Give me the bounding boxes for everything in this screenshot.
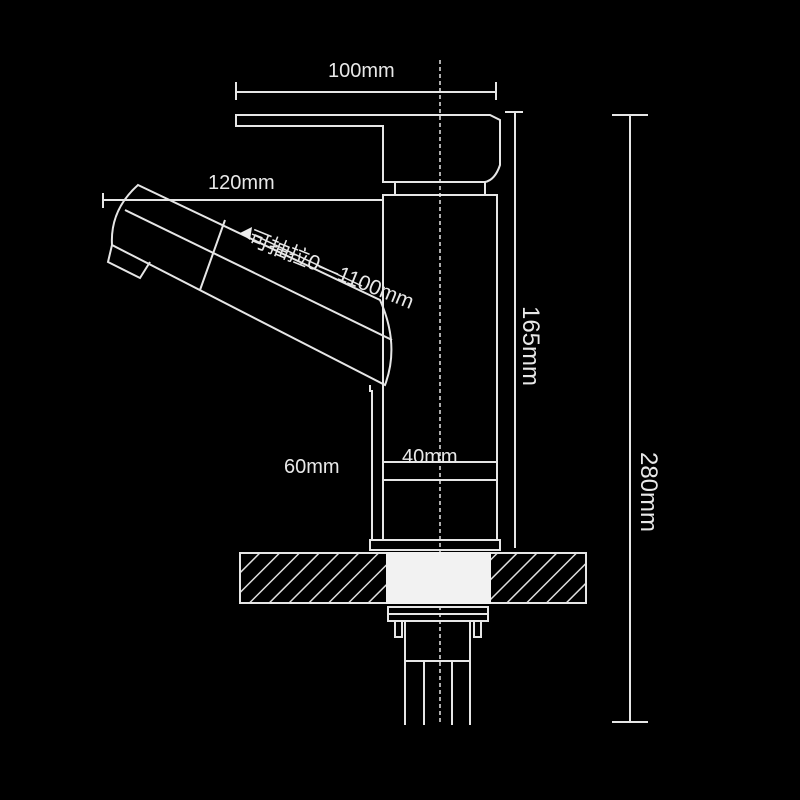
dim-120mm-lines — [102, 193, 383, 208]
handle — [235, 114, 501, 196]
dim-100mm-label: 100mm — [328, 60, 395, 82]
mounting-hardware — [387, 606, 489, 725]
dim-120mm-label: 120mm — [208, 172, 275, 194]
dim-40mm-label: 40mm — [402, 446, 458, 468]
dim-280mm-lines — [612, 114, 648, 723]
dim-280mm-label: 280mm — [635, 451, 663, 533]
dim-165mm-lines — [505, 111, 523, 548]
pull-out-arrow — [240, 227, 363, 287]
faucet-body — [369, 194, 501, 551]
dim-100mm-lines — [235, 82, 497, 100]
dim-60mm-label: 60mm — [284, 456, 340, 478]
countertop — [239, 552, 587, 604]
spout — [106, 183, 393, 392]
dim-165mm-label: 165mm — [517, 305, 545, 387]
